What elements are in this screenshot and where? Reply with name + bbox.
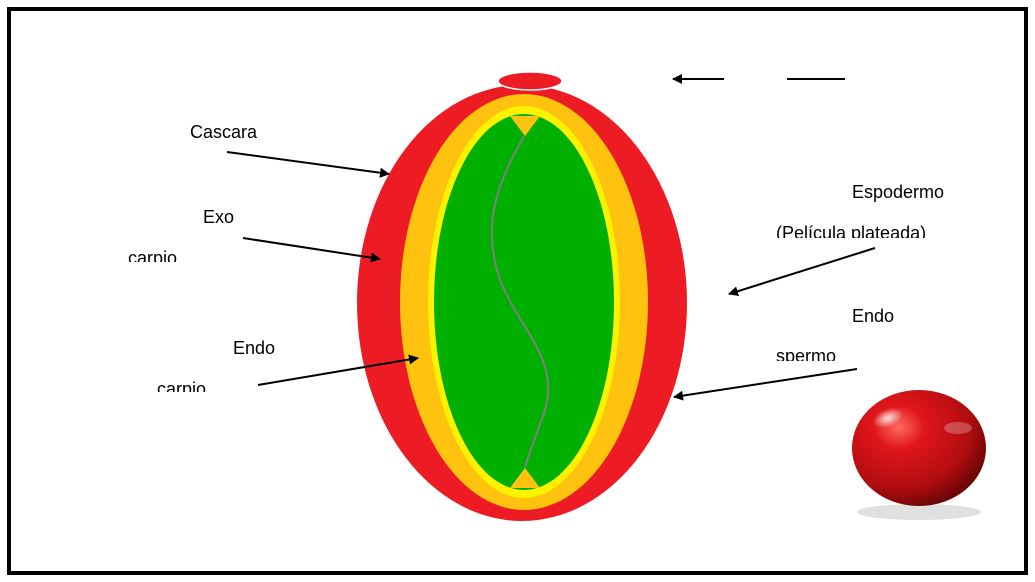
arrow-cascara xyxy=(227,152,389,174)
arrow-exocarpio xyxy=(243,238,380,259)
cherry-photo-icon xyxy=(852,390,986,520)
label-exo-carpio: carpio xyxy=(128,249,177,262)
arrow-endospermo xyxy=(674,369,857,397)
label-cascara: Cascara xyxy=(190,123,257,141)
label-espodermo: Espodermo xyxy=(852,183,944,201)
label-exo: Exo xyxy=(203,208,234,226)
bean-layer xyxy=(434,114,614,490)
label-endo-carpio: carpio xyxy=(157,380,206,392)
label-pelicula-plateada: (Película plateada) xyxy=(776,224,926,238)
cherry-cross-section xyxy=(357,72,687,521)
label-spermo: spermo xyxy=(776,347,836,361)
stem-cap xyxy=(498,72,562,90)
label-endo: Endo xyxy=(233,339,275,357)
label-endo-spermo: Endo xyxy=(852,307,894,325)
arrow-espodermo xyxy=(729,248,875,294)
